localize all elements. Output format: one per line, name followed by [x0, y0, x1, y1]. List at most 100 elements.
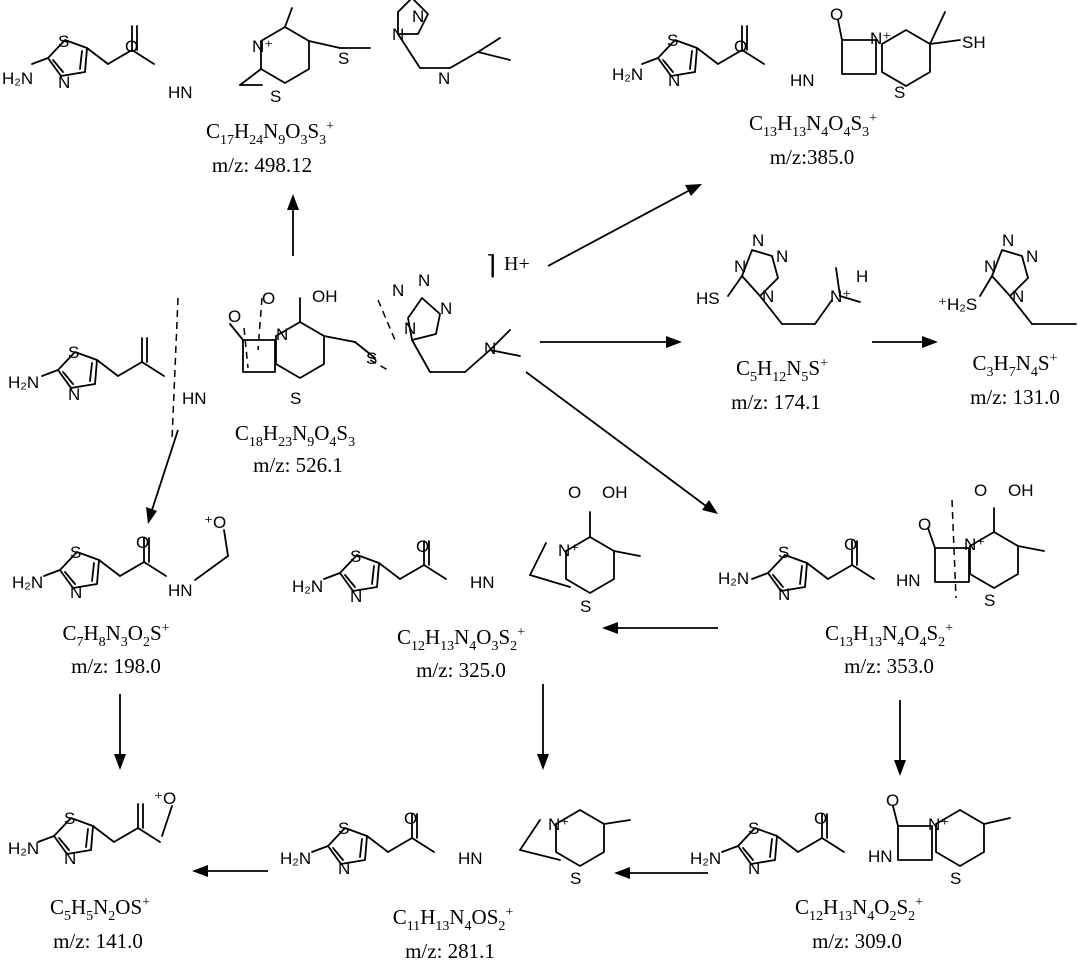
atom-label: S: [667, 31, 678, 50]
arrow-parent-to-f353: [525, 371, 718, 514]
formula-part: 3: [348, 435, 355, 450]
atom-label: H: [856, 267, 868, 286]
formula-part: S: [1038, 351, 1050, 375]
atom-label: N⁺: [548, 815, 569, 834]
atom-label: N⁺: [252, 37, 273, 56]
atom-label: N: [984, 257, 996, 276]
formula-part: +: [1050, 351, 1058, 366]
atom-label: OH: [312, 287, 338, 306]
atom-label: S: [580, 597, 591, 616]
atom-label: S: [366, 349, 377, 368]
structure-f353: [751, 499, 1045, 599]
atom-label: N⁺: [870, 29, 891, 48]
arrow-parent-to-f174: [540, 336, 682, 348]
structure-f309: [721, 805, 1011, 867]
arrow-parent-to-f498: [287, 194, 299, 256]
atom-label: N⁺: [928, 815, 949, 834]
mz-f353: m/z: 353.0: [844, 654, 934, 678]
formula-part: +: [945, 621, 953, 636]
atom-label: O: [830, 5, 843, 24]
arrow-f309-to-f281: [614, 867, 708, 879]
arrow-f353-to-f325: [602, 622, 718, 634]
formula-part: S: [808, 356, 820, 380]
formula-part: 12: [772, 370, 786, 385]
atom-label: HN: [470, 573, 495, 592]
formula-part: 7: [1009, 365, 1016, 380]
formula-part: C: [393, 905, 407, 929]
mz-f281: m/z: 281.1: [405, 939, 495, 963]
atom-label: N: [412, 7, 424, 26]
formula-part: H: [234, 119, 249, 143]
formula-part: 13: [435, 919, 449, 934]
formula-part: 13: [868, 635, 882, 650]
atom-label: N: [668, 71, 680, 90]
formula-part: 4: [897, 635, 904, 650]
formula-part: 13: [763, 125, 777, 140]
arrow-f353-to-f309: [894, 700, 906, 776]
formula-part: O: [472, 905, 487, 929]
structure-f174: [727, 249, 861, 325]
atom-label: HN: [168, 83, 193, 102]
formula-part: H: [757, 356, 772, 380]
formula-part: 3: [862, 125, 869, 140]
atom-label: HN: [896, 571, 921, 590]
structure-f498: [31, 0, 511, 86]
atom-label: O: [228, 307, 241, 326]
formula-part: N: [1016, 351, 1031, 375]
formula-part: H: [823, 895, 838, 919]
atom-label: H₂N: [718, 569, 749, 588]
formula-part: C: [825, 621, 839, 645]
formula-part: 2: [889, 909, 896, 924]
atom-label: HN: [182, 389, 207, 408]
atom-label: H₂N: [292, 577, 323, 596]
atom-label: H₂N: [12, 573, 43, 592]
mz-f385: m/z:385.0: [770, 145, 855, 169]
formula-part: 13: [838, 909, 852, 924]
atom-label: N: [748, 859, 760, 878]
formula-part: 4: [469, 639, 476, 654]
atom-label: O: [974, 481, 987, 500]
formula-part: N: [93, 895, 108, 919]
structure-f385: [641, 11, 961, 87]
formula-part: 5: [86, 909, 93, 924]
formula-part: +: [820, 356, 828, 371]
atom-label: H₂N: [612, 65, 643, 84]
arrow-parent-to-f385: [547, 184, 702, 267]
formula-part: O: [285, 119, 300, 143]
formula-part: 2: [908, 909, 915, 924]
atom-label: S: [778, 543, 789, 562]
formula-part: 3: [121, 635, 128, 650]
formula-part: 7: [76, 635, 83, 650]
formula-part: 4: [1031, 365, 1038, 380]
formula-part: O: [828, 111, 843, 135]
atom-label: ⁺H₂S: [938, 295, 977, 314]
atom-label: O: [136, 533, 149, 552]
atom-label: N: [58, 73, 70, 92]
formula-part: 2: [938, 635, 945, 650]
atom-label: N: [392, 281, 404, 300]
atom-label: S: [70, 543, 81, 562]
formula-part: 2: [510, 639, 517, 654]
atom-label: O: [404, 809, 417, 828]
atom-label: N: [752, 231, 764, 250]
atom-label: HS: [696, 289, 720, 308]
formula-part: N: [106, 621, 121, 645]
formula-part: N: [786, 356, 801, 380]
mz-f498: m/z: 498.12: [212, 153, 312, 177]
atom-label: N⁺: [830, 287, 851, 306]
formula-part: 9: [278, 133, 285, 148]
formula-f498: C17H24N9O3S3+: [206, 119, 334, 148]
atom-label: OH: [1008, 481, 1034, 500]
atom-label: H₂N: [690, 849, 721, 868]
formula-part: S: [307, 119, 319, 143]
formula-part: 13: [440, 639, 454, 654]
formula-part: 4: [843, 125, 850, 140]
structure-f141: [37, 803, 173, 855]
arrow-f281-to-f141: [192, 865, 268, 877]
atom-label: HN: [868, 847, 893, 866]
formula-part: C: [795, 895, 809, 919]
atom-label: S: [64, 809, 75, 828]
atom-label: S: [570, 869, 581, 888]
atom-label: S: [338, 49, 349, 68]
formula-part: O: [115, 895, 130, 919]
